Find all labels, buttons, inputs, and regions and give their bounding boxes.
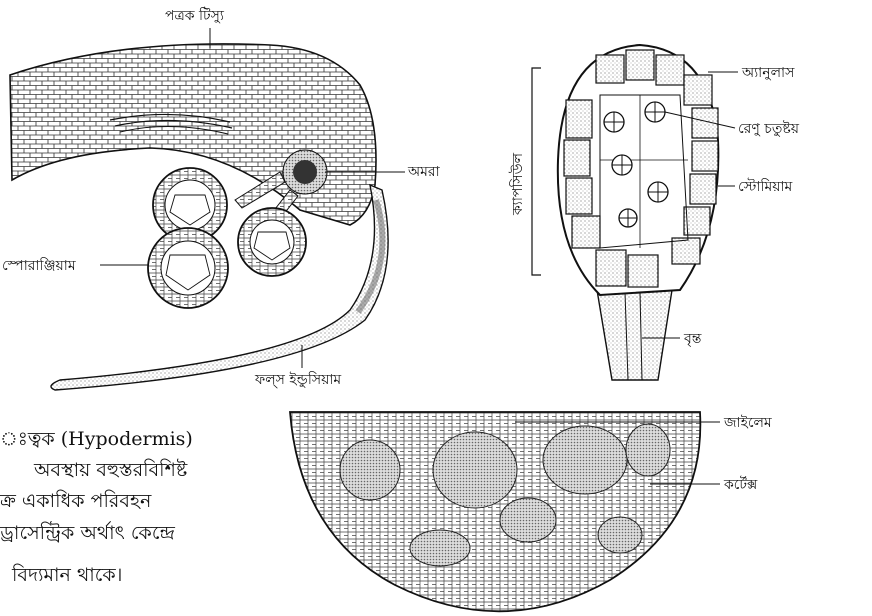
label-placenta: অমরা	[407, 164, 441, 180]
sporangium-diagram: ক্যাপসিউল অ্যানুলাস রেণু চতুষ্টয় স্টোমি…	[509, 45, 800, 380]
xylem-bundle	[340, 440, 400, 500]
label-spore-tetrad: রেণু চতুষ্টয়	[738, 120, 800, 137]
body-text-line-1: ঃত্বক (Hypodermis)	[0, 424, 193, 455]
stalk	[597, 290, 672, 380]
body-text-line-4: ড্রাসেন্ট্রিক অর্থাৎ কেন্দ্রে	[0, 518, 175, 549]
label-stomium: স্টোমিয়াম	[738, 178, 793, 195]
body-text-line-2: অবস্থায় বহুস্তরবিশিষ্ট	[34, 455, 187, 486]
body-text-line-3: ক্র একাধিক পরিবহন	[0, 486, 151, 517]
stem-section-diagram: জাইলেম কর্টেক্স	[290, 412, 772, 611]
label-xylem: জাইলেম	[723, 414, 772, 431]
label-capsule: ক্যাপসিউল	[509, 152, 526, 216]
label-stalk: বৃন্ত	[683, 331, 702, 347]
body-text-line-5: বিদ্যমান থাকে।	[12, 560, 122, 591]
label-false-indusium: ফল্স ইন্ডুসিয়াম	[254, 371, 341, 388]
label-annulus: অ্যানুলাস	[741, 65, 795, 81]
label-sporangium: স্পোরাঞ্জিয়াম	[2, 257, 76, 274]
sorus-diagram: পত্রক টিস্যু অমরা স্পোরাঞ্জিয়াম ফল্স ইন…	[2, 7, 441, 390]
label-cortex: কর্টেক্স	[723, 476, 758, 493]
label-vascular-tissue: পত্রক টিস্যু	[165, 7, 225, 24]
